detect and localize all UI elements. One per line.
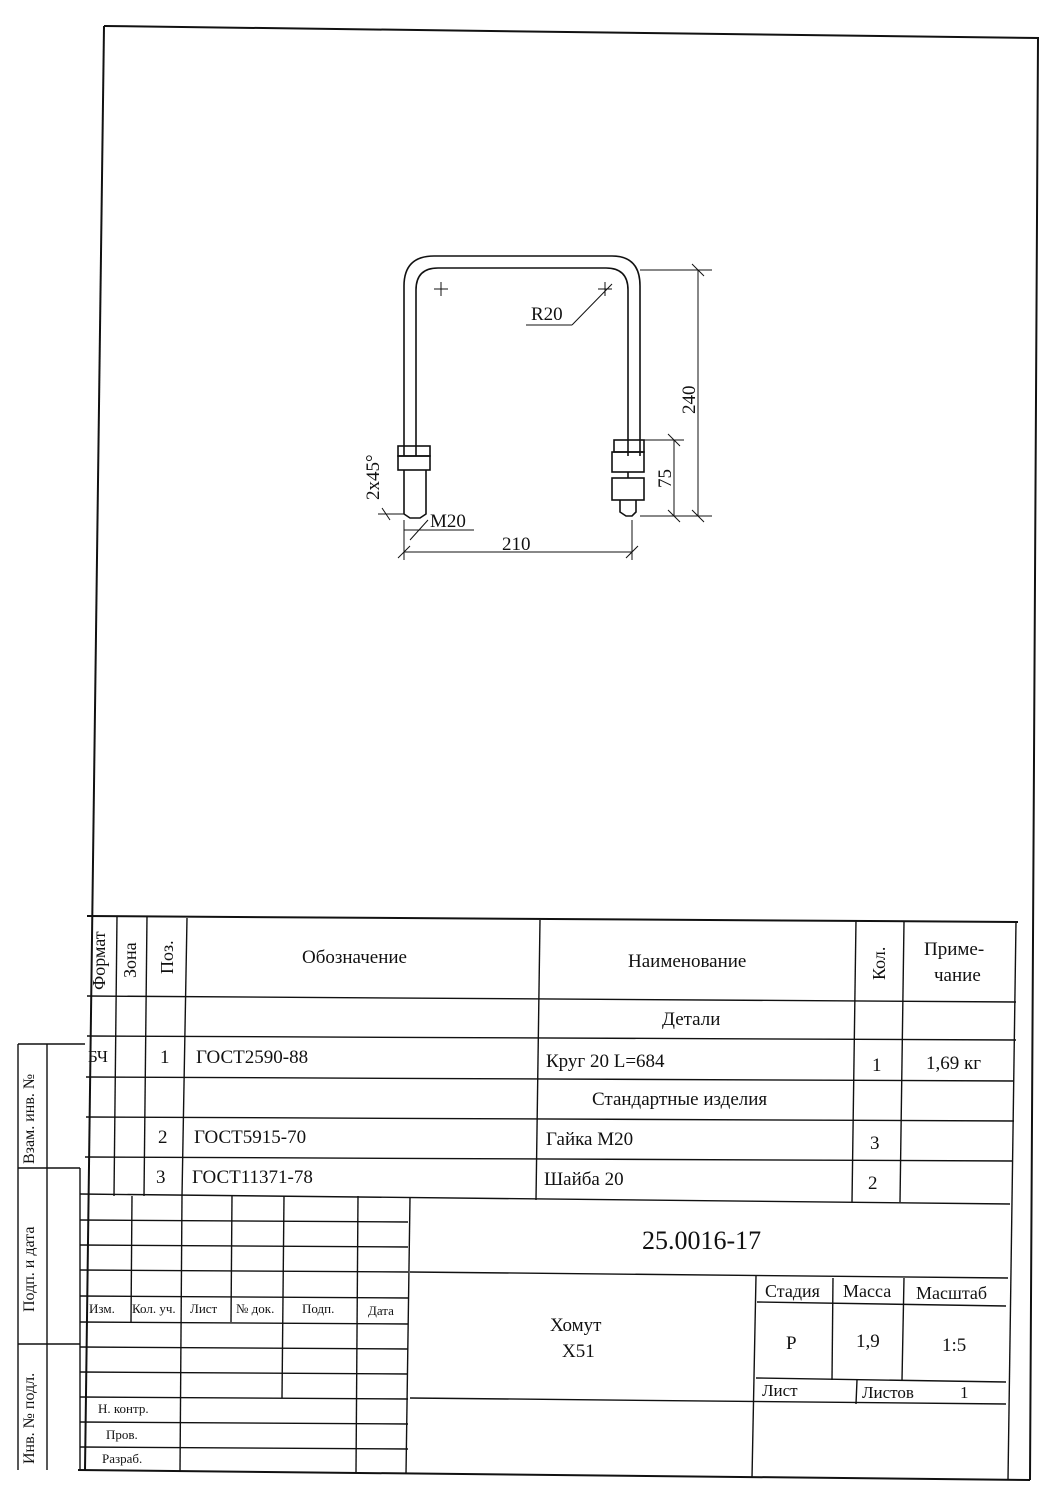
col-list: Лист (190, 1301, 218, 1316)
section-standard: Стандартные изделия (592, 1089, 768, 1110)
header-note-line1: Приме- (924, 939, 985, 960)
header-zone: Зона (120, 942, 140, 978)
row-format: БЧ (88, 1047, 108, 1066)
col-data: Дата (368, 1303, 394, 1318)
thread-dimension: M20 (430, 511, 466, 532)
inv-podl-label: Инв. № подл. (21, 1372, 38, 1464)
section-details: Детали (662, 1009, 721, 1030)
scale-value: 1:5 (942, 1335, 967, 1356)
row-note: 1,69 кг (926, 1053, 982, 1074)
inv-zam-label: Взам. инв. № (21, 1073, 38, 1164)
row-pos: 2 (158, 1127, 168, 1148)
title-line2: X51 (562, 1341, 595, 1362)
row-name: Шайба 20 (544, 1169, 624, 1190)
role-prov: Пров. (106, 1427, 138, 1442)
sheets-label: Листов (862, 1383, 914, 1402)
row-pos: 1 (160, 1047, 170, 1068)
header-designation: Обозначение (302, 947, 407, 968)
row-qty: 3 (870, 1133, 880, 1154)
header-format: Формат (89, 931, 109, 990)
header-name: Наименование (628, 951, 747, 972)
scale-label: Масштаб (916, 1283, 988, 1303)
stage-value: Р (786, 1333, 797, 1354)
radius-dimension: R20 (531, 304, 563, 325)
doc-number: 25.0016-17 (642, 1226, 762, 1255)
role-n-kontr: Н. контр. (98, 1401, 149, 1416)
mass-value: 1,9 (856, 1331, 880, 1352)
row-qty: 2 (868, 1173, 878, 1194)
mass-label: Масса (843, 1281, 892, 1301)
header-pos: Поз. (157, 940, 177, 974)
col-izm: Изм. (89, 1301, 115, 1316)
row-name: Гайка М20 (546, 1129, 634, 1150)
width-dimension: 210 (502, 534, 531, 555)
sheet-label: Лист (762, 1381, 798, 1400)
sign-date-label: Подп. и дата (21, 1226, 38, 1312)
row-designation: ГОСТ5915-70 (194, 1127, 307, 1148)
row-designation: ГОСТ11371-78 (192, 1167, 313, 1188)
col-podp: Подп. (302, 1301, 335, 1316)
role-razrab: Разраб. (102, 1451, 143, 1466)
chamfer-dimension: 2x45° (363, 454, 384, 500)
title-line1: Хомут (550, 1315, 602, 1336)
row-name: Круг 20 L=684 (546, 1051, 665, 1072)
stage-label: Стадия (765, 1281, 820, 1301)
col-kol-uch: Кол. уч. (132, 1301, 176, 1316)
row-designation: ГОСТ2590-88 (196, 1047, 309, 1068)
row-qty: 1 (872, 1055, 882, 1076)
row-pos: 3 (156, 1167, 166, 1188)
col-n-dok: № док. (236, 1301, 275, 1316)
sheets-value: 1 (960, 1383, 969, 1402)
thread-length-dimension: 75 (655, 469, 676, 488)
height-dimension: 240 (679, 385, 700, 415)
header-note-line2: чание (934, 965, 981, 986)
header-qty: Кол. (869, 946, 889, 980)
